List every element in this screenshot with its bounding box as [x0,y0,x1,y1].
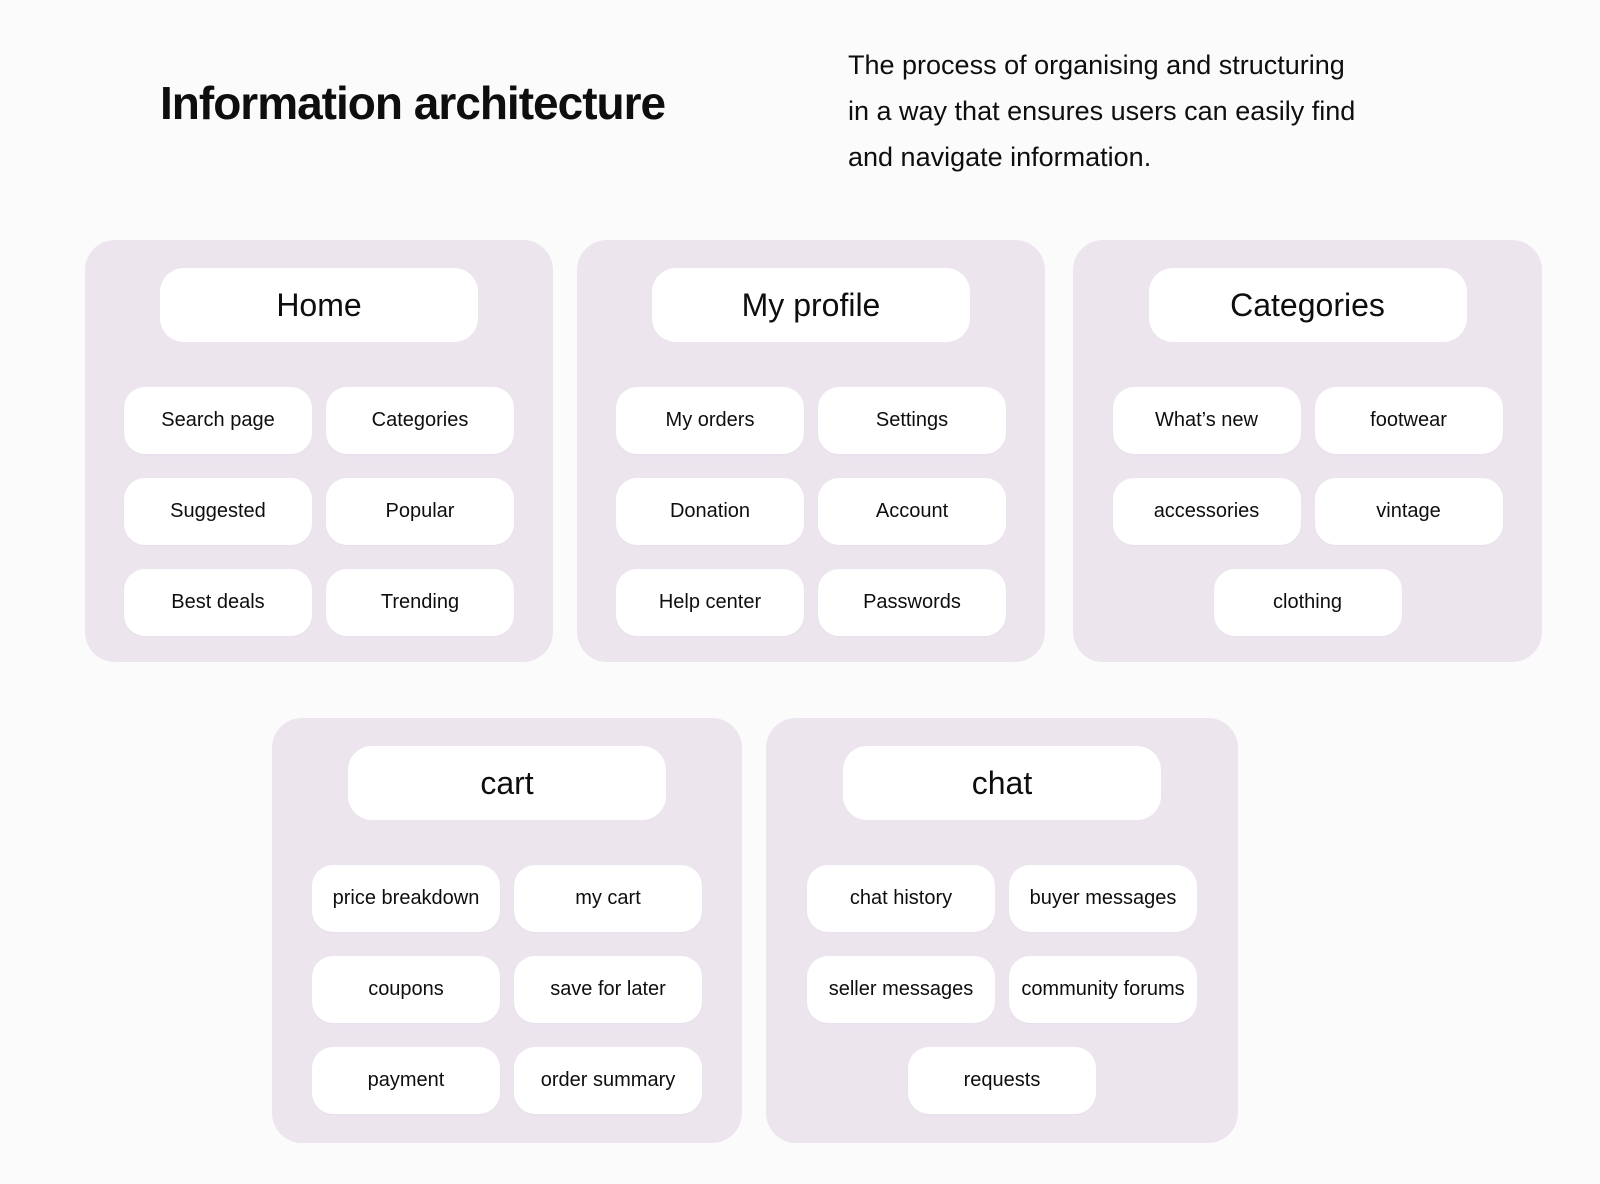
chat-item-buyer-messages: buyer messages [1009,865,1197,932]
profile-item-settings: Settings [818,387,1006,454]
profile-item-help-center: Help center [616,569,804,636]
categories-item-footwear: footwear [1314,387,1503,454]
profile-item-account: Account [818,478,1006,545]
page-title: Information architecture [160,77,666,129]
card-home: Home Search page Categories Suggested Po… [85,240,553,662]
cart-item-price-breakdown: price breakdown [312,865,500,932]
card-cart: cart price breakdown my cart coupons sav… [272,718,742,1143]
card-cart-items: price breakdown my cart coupons save for… [312,865,702,1114]
home-item-popular: Popular [326,478,514,545]
profile-item-my-orders: My orders [616,387,804,454]
card-categories-title: Categories [1148,268,1467,342]
categories-item-whats-new: What’s new [1112,387,1301,454]
categories-item-vintage: vintage [1314,478,1503,545]
cart-item-my-cart: my cart [514,865,702,932]
cart-item-save-for-later: save for later [514,956,702,1023]
card-home-title: Home [160,268,478,342]
card-my-profile: My profile My orders Settings Donation A… [577,240,1045,662]
card-home-items: Search page Categories Suggested Popular… [124,387,514,636]
cart-item-payment: payment [312,1047,500,1114]
home-item-trending: Trending [326,569,514,636]
page-description: The process of organising and structurin… [848,42,1448,180]
card-cart-title: cart [348,746,666,820]
home-item-search-page: Search page [124,387,312,454]
cart-item-coupons: coupons [312,956,500,1023]
categories-item-clothing: clothing [1213,569,1402,636]
chat-item-community-forums: community forums [1009,956,1197,1023]
home-item-categories: Categories [326,387,514,454]
card-my-profile-items: My orders Settings Donation Account Help… [616,387,1006,636]
chat-item-seller-messages: seller messages [807,956,995,1023]
page-description-line-1: The process of organising and structurin… [848,50,1345,80]
card-chat: chat chat history buyer messages seller … [766,718,1238,1143]
home-item-suggested: Suggested [124,478,312,545]
categories-item-accessories: accessories [1112,478,1301,545]
card-chat-items: chat history buyer messages seller messa… [807,865,1197,1114]
card-chat-title: chat [843,746,1161,820]
profile-item-donation: Donation [616,478,804,545]
page-description-line-3: and navigate information. [848,142,1152,172]
chat-item-chat-history: chat history [807,865,995,932]
profile-item-passwords: Passwords [818,569,1006,636]
card-my-profile-title: My profile [652,268,970,342]
card-categories: Categories What’s new footwear accessori… [1073,240,1542,662]
chat-item-requests: requests [908,1047,1096,1114]
card-categories-items: What’s new footwear accessories vintage … [1112,387,1503,636]
cart-item-order-summary: order summary [514,1047,702,1114]
home-item-best-deals: Best deals [124,569,312,636]
page-description-line-2: in a way that ensures users can easily f… [848,96,1356,126]
